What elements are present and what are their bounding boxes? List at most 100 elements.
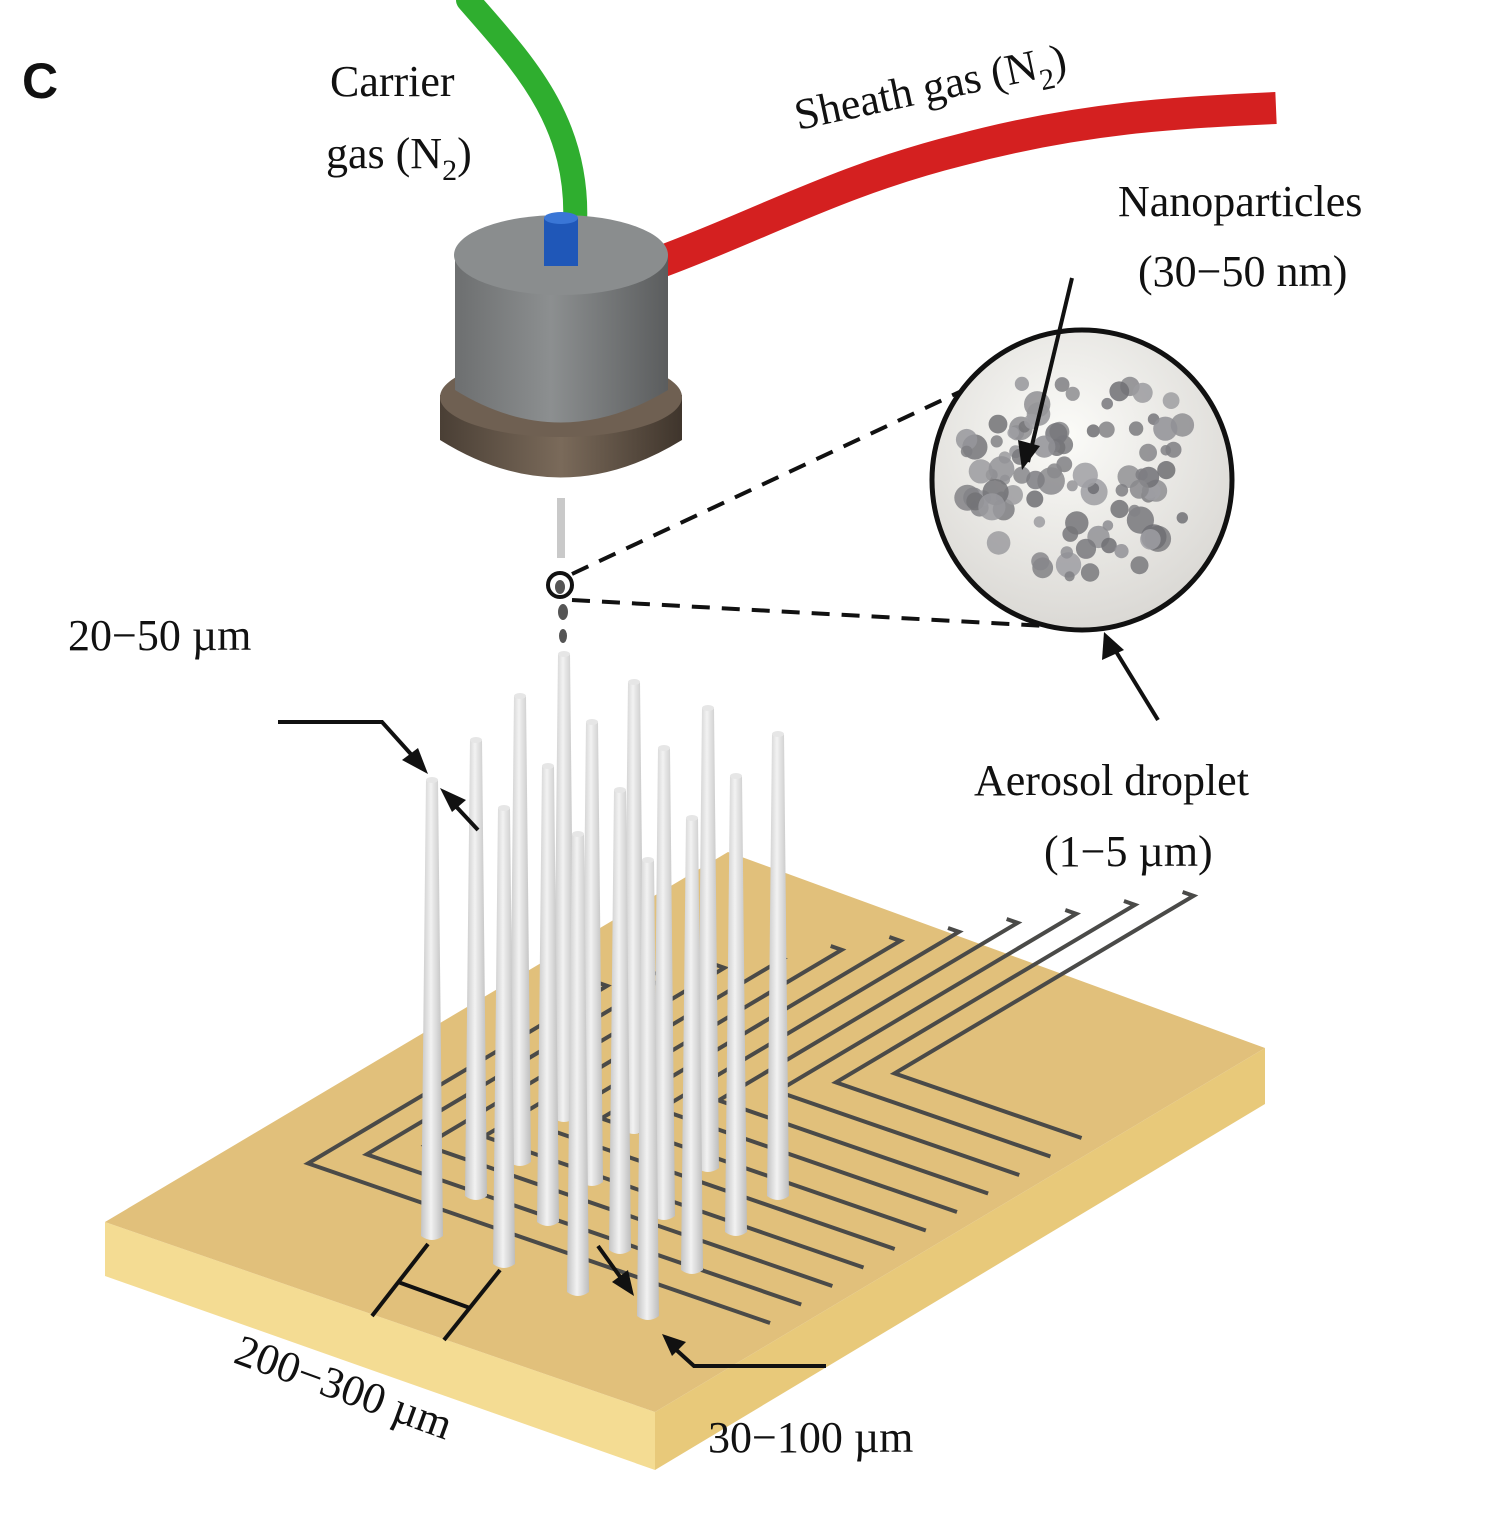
micropillar (653, 748, 675, 1220)
nanoparticle-arrow (1026, 277, 1074, 463)
micropillar (553, 654, 575, 1122)
nanoparticle (1031, 552, 1050, 571)
electrode-trace (889, 890, 1199, 1140)
micropillar-tip (426, 777, 438, 783)
pitch-tick-right (442, 1268, 502, 1342)
carrier-gas-label-line1: Carrier (330, 57, 455, 106)
nanoparticle (1098, 421, 1115, 438)
nanoparticle (968, 459, 993, 484)
zoom-line-upper (571, 386, 969, 576)
sheath-gas-tube (654, 92, 1277, 278)
nanoparticle (1115, 484, 1129, 497)
nanoparticles-size-label: (30−50 nm) (1138, 247, 1347, 296)
micropillar (509, 696, 531, 1166)
nanoparticle (1054, 377, 1070, 392)
micropillar-tip (558, 651, 570, 657)
nanoparticle (1102, 520, 1114, 531)
micropillar-tip (686, 815, 698, 821)
micropillar-tip (542, 763, 554, 769)
nanoparticle (986, 531, 1011, 555)
droplet-arrow (1110, 643, 1160, 722)
nanoparticle (1139, 443, 1157, 462)
nanoparticle (1086, 424, 1100, 438)
nozzle-tip (557, 498, 565, 558)
nanoparticle (988, 414, 1008, 434)
droplet-marker (546, 571, 574, 599)
nanoparticle (1129, 479, 1149, 499)
nanoparticle (1066, 480, 1078, 492)
electrode-trace (655, 926, 964, 1214)
tip-width-label: 20−50 µm (68, 611, 251, 660)
electrode-trace (713, 917, 1023, 1196)
micropillar-tip (702, 705, 714, 711)
micropillar-tip (614, 787, 626, 793)
base-width-label: 30−100 µm (708, 1413, 913, 1462)
nanoparticle (1075, 538, 1097, 559)
micropillar-tip (514, 693, 526, 699)
nanoparticle (1060, 546, 1074, 559)
nanoparticle (1153, 416, 1178, 441)
micropillar (493, 808, 515, 1268)
nanoparticle (1026, 470, 1045, 490)
aerosol-droplet-size-label: (1−5 µm) (1044, 827, 1213, 876)
micropillar-tip (730, 773, 742, 779)
nanoparticle (1114, 544, 1129, 559)
nanoparticle (1140, 529, 1161, 550)
micropillar (421, 780, 443, 1240)
micropillar-tip (586, 719, 598, 725)
micropillar (681, 818, 703, 1274)
print-nozzle (440, 212, 682, 558)
micropillar-tip (572, 831, 584, 837)
nanoparticle (1033, 435, 1056, 458)
micropillar (609, 790, 631, 1254)
micropillar (537, 766, 559, 1226)
aerosol-stream (546, 571, 574, 643)
micropillar-tip (498, 805, 510, 811)
nanoparticle (1055, 552, 1082, 578)
nanoparticle (1176, 512, 1189, 524)
nanoparticle (1014, 376, 1029, 391)
micropillar (637, 860, 659, 1320)
nanoparticles-label: Nanoparticles (1118, 177, 1362, 226)
nanoparticle (1130, 556, 1149, 575)
tip-arrow-upper (278, 720, 420, 764)
nanoparticle (1109, 381, 1130, 402)
pitch-bar (397, 1280, 471, 1310)
nanoparticle (1162, 392, 1180, 409)
micropillar (567, 834, 589, 1296)
electrode-trace (596, 935, 927, 1233)
panel-letter: C (22, 53, 58, 109)
electrode-trace (303, 980, 771, 1325)
nanoparticle (988, 456, 1015, 482)
micropillar (697, 708, 719, 1172)
nanoparticle (1157, 461, 1176, 480)
nanoparticle (1072, 462, 1098, 488)
micropillar (465, 740, 487, 1200)
nanoparticle (1101, 397, 1113, 410)
nanoparticle (1007, 427, 1019, 439)
zoom-line-lower (571, 598, 1047, 628)
nanoparticle (1037, 467, 1065, 495)
aerosol-droplet-label: Aerosol droplet (974, 756, 1249, 805)
nanoparticles (954, 376, 1195, 582)
micropillar (767, 734, 789, 1200)
nanoparticle (1135, 468, 1148, 481)
nanoparticle (1165, 441, 1182, 458)
magnified-droplet (929, 327, 1235, 633)
tube-fitting (544, 218, 578, 266)
substrate-left-side (105, 1222, 655, 1470)
nanoparticle (1132, 382, 1153, 403)
electrode-trace (831, 899, 1140, 1159)
base-arrow-lower (670, 1344, 826, 1368)
carrier-gas-label-line2: gas (N2) (326, 129, 472, 187)
pitch-tick-left (370, 1242, 430, 1318)
nanoparticle (1064, 571, 1075, 582)
electrode-trace (772, 908, 1082, 1177)
micropillar-array (421, 651, 789, 1320)
nanoparticle (1062, 526, 1079, 542)
carrier-gas-tube (456, 0, 588, 237)
micropillar-tip (772, 731, 784, 737)
nanoparticle (1033, 516, 1046, 528)
nanoparticle (955, 428, 978, 451)
